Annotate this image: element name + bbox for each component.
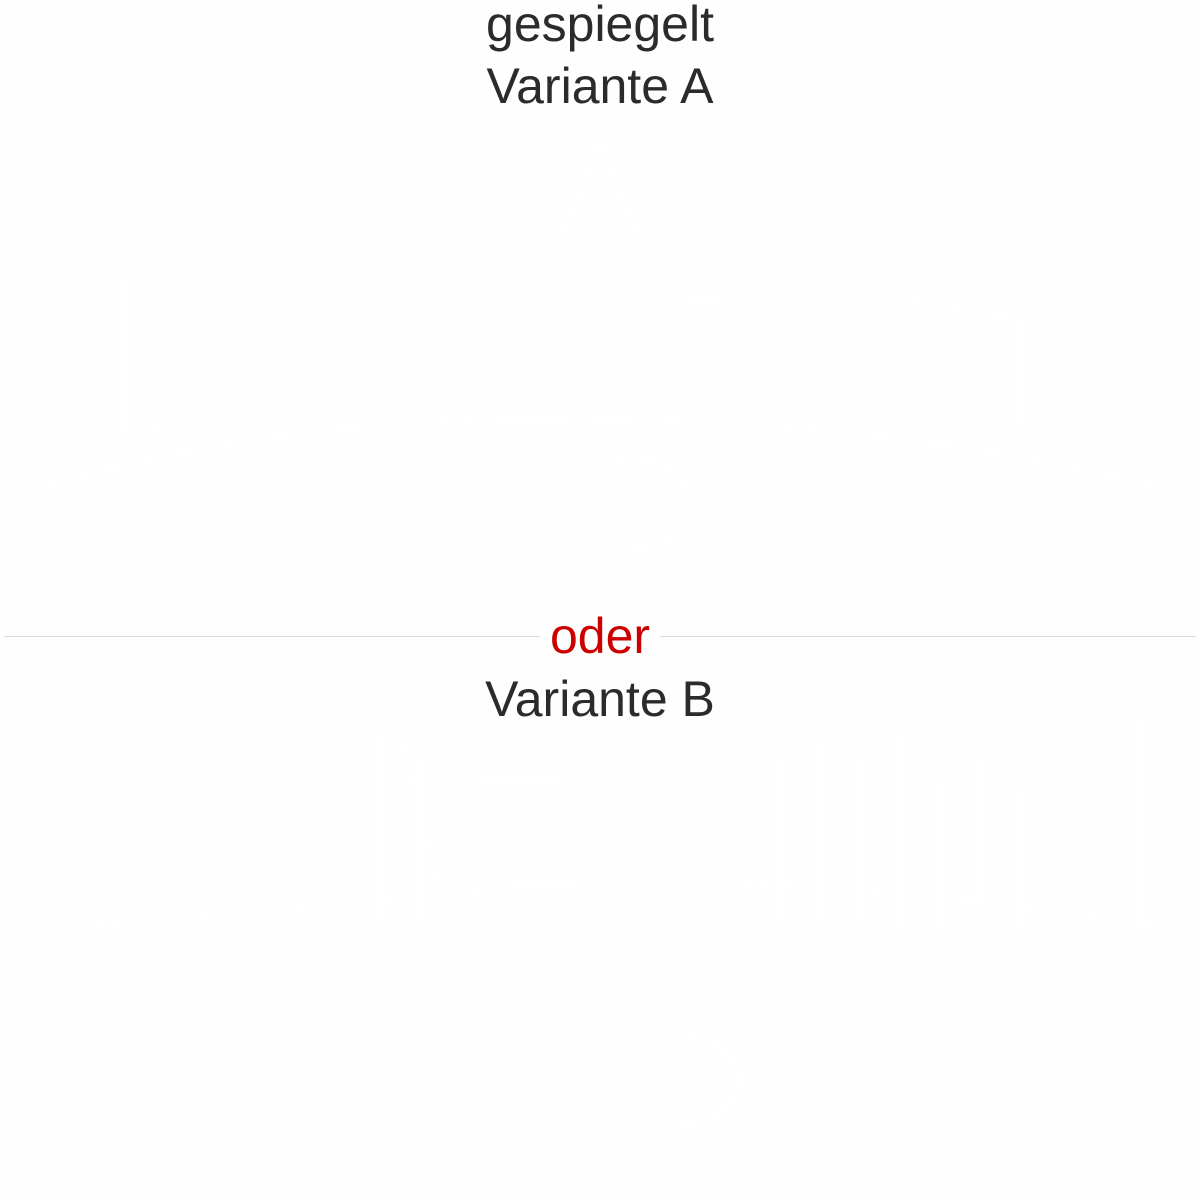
heading-variant-a: Variante A: [486, 58, 714, 114]
skyline-silhouette-variant-b: [19, 717, 1181, 1133]
skyline-silhouette-variant-a: [29, 137, 1171, 553]
divider-left: [4, 636, 540, 637]
heading-mirrored: gespiegelt: [486, 0, 714, 52]
divider-right: [660, 636, 1196, 637]
heading-variant-b: Variante B: [485, 671, 715, 727]
separator-label: oder: [549, 608, 651, 664]
